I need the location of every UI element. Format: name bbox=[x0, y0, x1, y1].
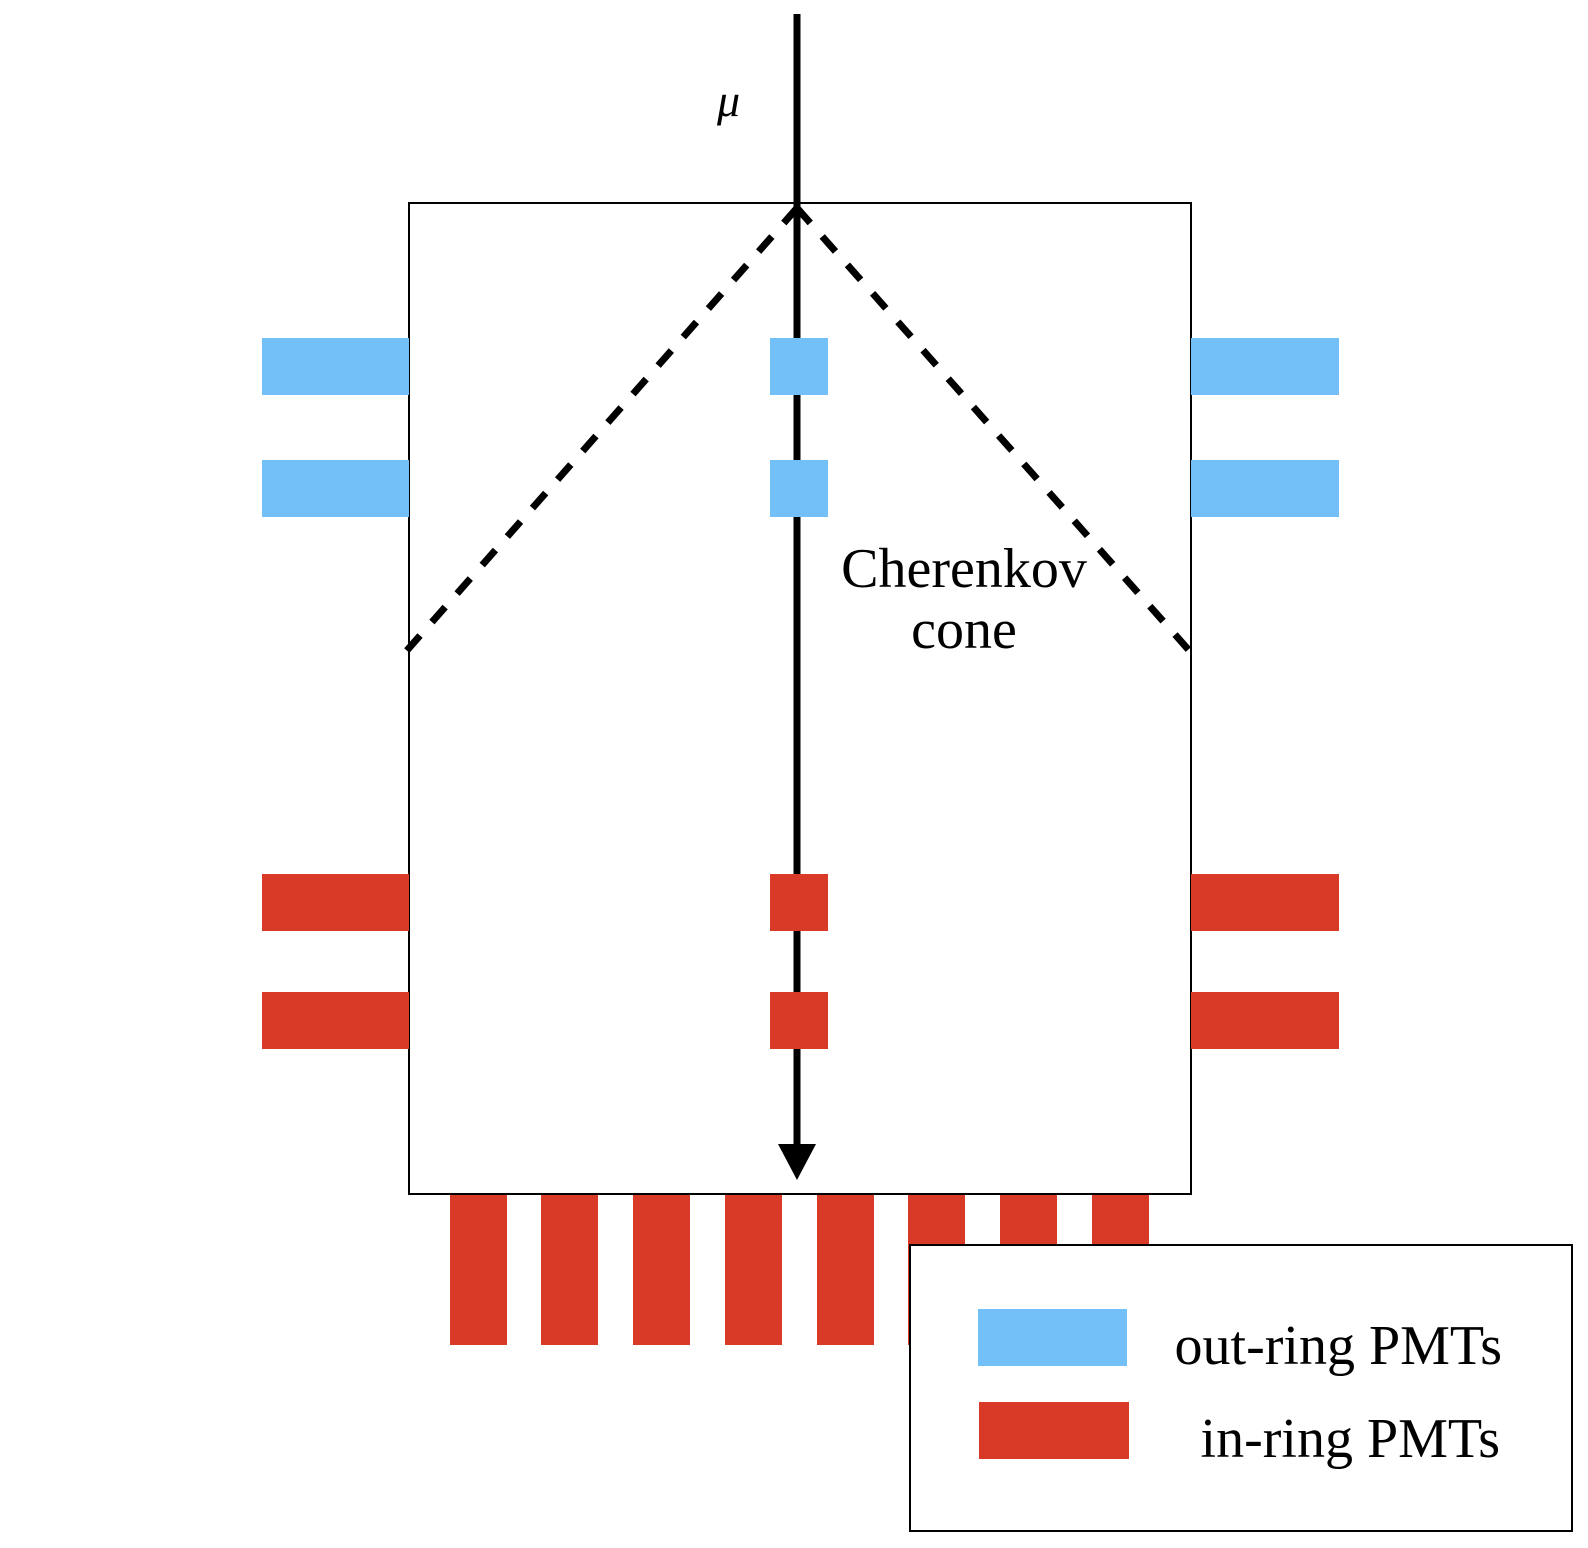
pmt-in-bottom-2 bbox=[541, 1195, 598, 1345]
cone-label-line2: cone bbox=[911, 599, 1017, 661]
pmt-in-bottom-5 bbox=[817, 1195, 874, 1345]
pmt-in-left-lower bbox=[262, 992, 409, 1049]
pmt-out-right-lower bbox=[1191, 460, 1339, 517]
legend: out-ring PMTs in-ring PMTs bbox=[909, 1244, 1573, 1532]
pmt-out-left-lower bbox=[262, 460, 409, 517]
pmt-in-bottom-3 bbox=[633, 1195, 690, 1345]
pmt-in-center-lower bbox=[770, 992, 828, 1049]
pmt-out-right-upper bbox=[1191, 338, 1339, 395]
legend-label-in-ring: in-ring PMTs bbox=[1201, 1408, 1500, 1470]
legend-swatch-in-ring bbox=[979, 1402, 1129, 1459]
pmt-in-right-lower bbox=[1191, 992, 1339, 1049]
pmt-in-left-upper bbox=[262, 874, 409, 931]
cone-edge-right bbox=[794, 205, 1197, 659]
legend-box bbox=[909, 1244, 1573, 1532]
pmt-out-center-upper bbox=[770, 338, 828, 395]
pmt-out-left-upper bbox=[262, 338, 409, 395]
muon-arrowhead bbox=[778, 1144, 816, 1180]
legend-swatch-out-ring bbox=[978, 1309, 1127, 1366]
pmt-in-bottom-1 bbox=[450, 1195, 507, 1345]
pmt-in-right-upper bbox=[1191, 874, 1339, 931]
cone-label-line1: Cherenkov bbox=[841, 538, 1087, 600]
pmt-in-center-upper bbox=[770, 874, 828, 931]
cone-edge-left bbox=[399, 205, 800, 659]
pmt-in-bottom-4 bbox=[725, 1195, 782, 1345]
pmt-out-center-lower bbox=[770, 460, 828, 517]
muon-label: μ bbox=[716, 75, 740, 126]
legend-label-out-ring: out-ring PMTs bbox=[1175, 1315, 1502, 1377]
